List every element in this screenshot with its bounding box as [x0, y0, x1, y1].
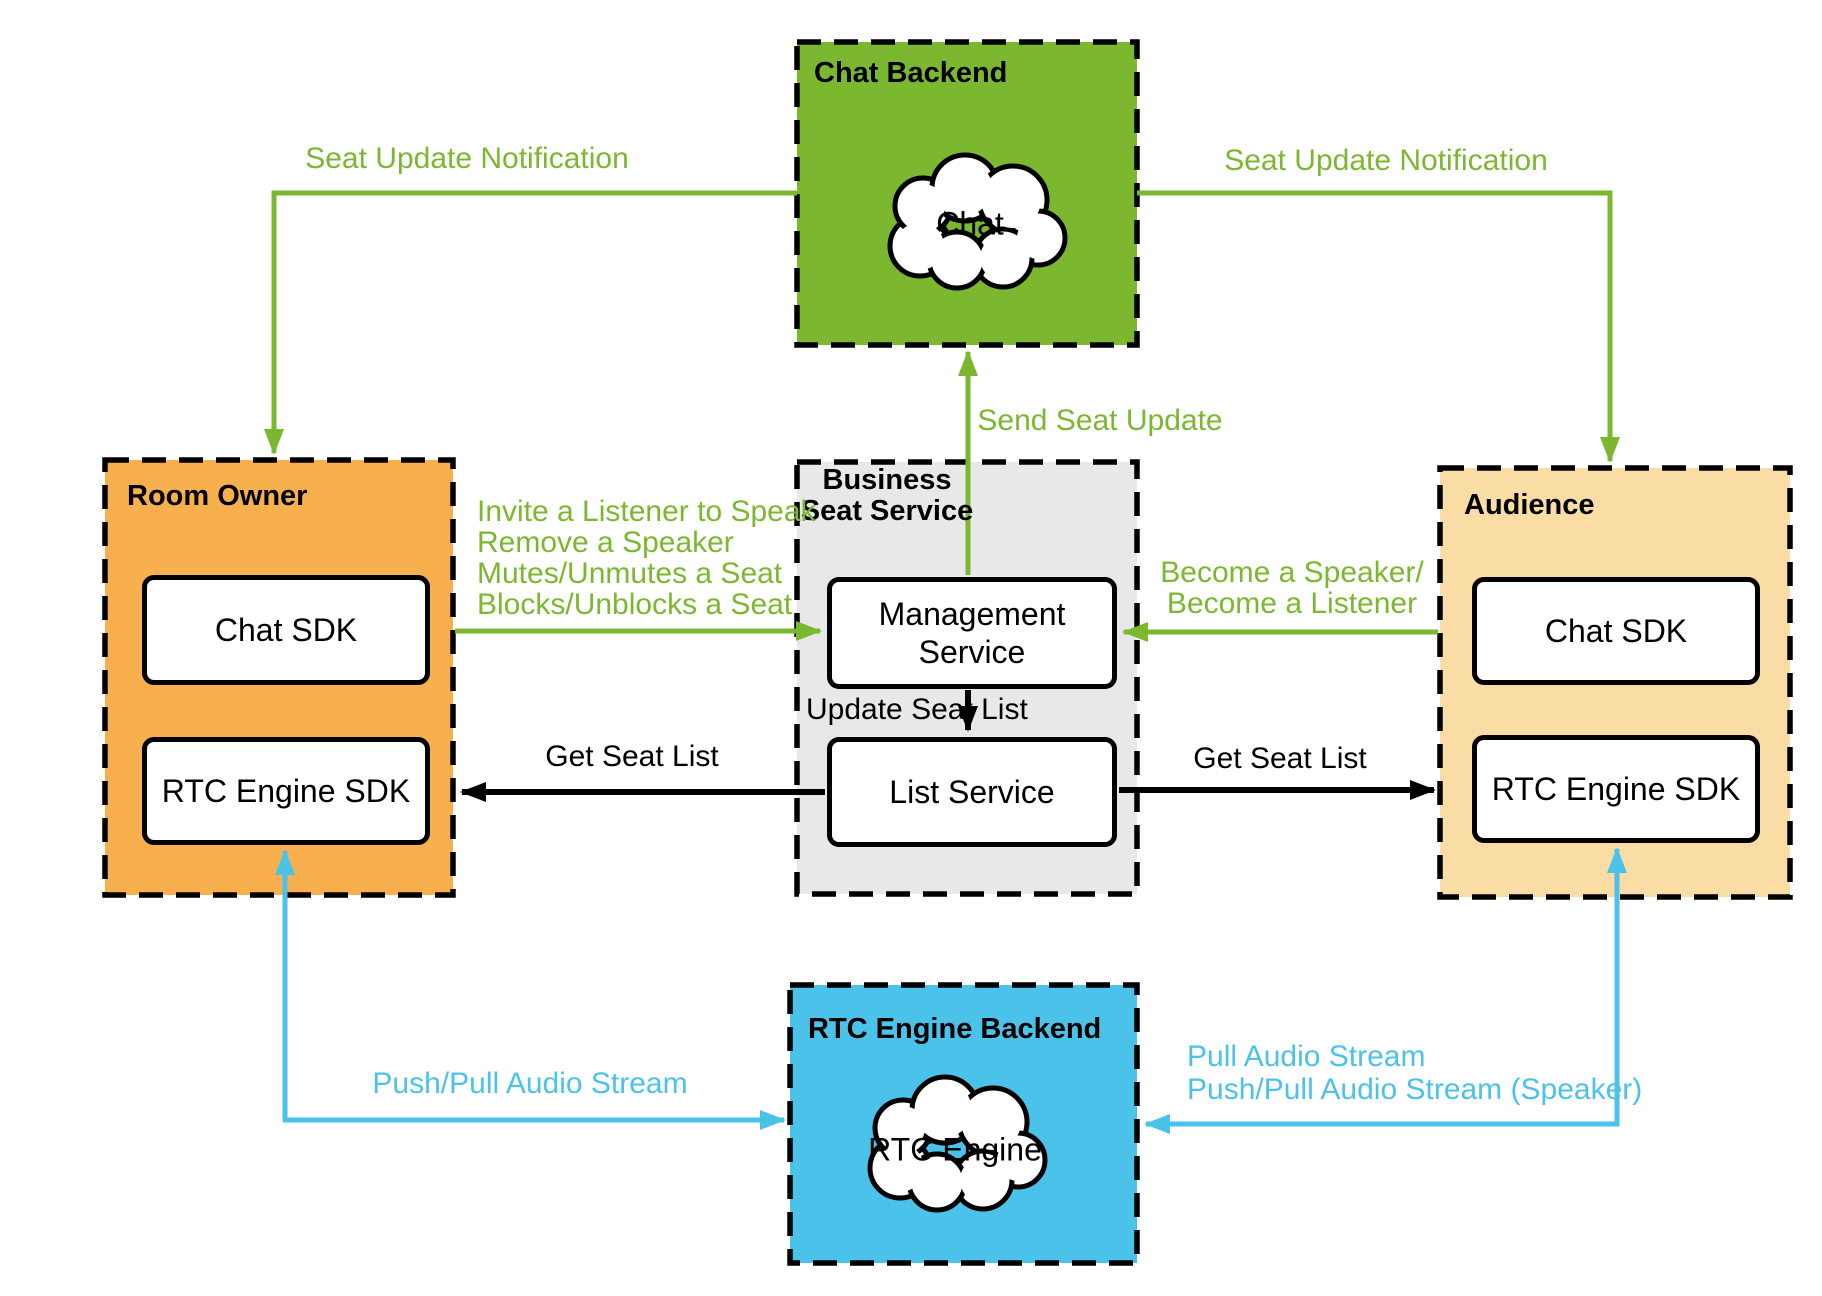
- seat-update-notification-right-arrow: [1137, 190, 1620, 463]
- audience-action-2: Become a Listener: [1166, 587, 1418, 620]
- update-seat-list-label: Update Seat List: [806, 693, 1028, 726]
- owner-action-3: Mutes/Unmutes a Seat: [477, 557, 783, 590]
- chat-cloud-label: Chat: [936, 205, 1004, 242]
- owner-audio-stream-arrow: [275, 849, 786, 1130]
- management-service-label: Management Service: [878, 596, 1066, 670]
- seat-update-notification-right-label: Seat Update Notification: [1224, 144, 1548, 177]
- get-seat-list-right-label: Get Seat List: [1193, 742, 1367, 775]
- audience-rtc-engine-sdk-node: RTC Engine SDK: [1472, 735, 1760, 843]
- seat-update-notification-left-label: Seat Update Notification: [305, 142, 629, 175]
- list-service-node: List Service: [827, 737, 1117, 847]
- room-owner-title: Room Owner: [127, 480, 308, 512]
- audience-actions-label: Become a Speaker/ Become a Listener: [1160, 557, 1423, 619]
- owner-chat-sdk-node: Chat SDK: [142, 575, 430, 685]
- owner-action-4: Blocks/Unblocks a Seat: [477, 588, 793, 621]
- audience-title: Audience: [1464, 489, 1595, 521]
- audience-audio-stream-arrow: [1144, 847, 1627, 1134]
- owner-actions-label: Invite a Listener to Speak Remove a Spea…: [477, 496, 816, 620]
- audience-action-1: Become a Speaker/: [1160, 556, 1424, 589]
- seat-update-notification-left-arrow: [264, 190, 797, 455]
- send-seat-update-label: Send Seat Update: [977, 404, 1223, 437]
- audience-audio-label: Pull Audio Stream Push/Pull Audio Stream…: [1187, 1040, 1642, 1106]
- audience-audio-line1: Pull Audio Stream: [1187, 1040, 1426, 1073]
- audience-chat-sdk-node: Chat SDK: [1472, 577, 1760, 685]
- audience-audio-line2: Push/Pull Audio Stream (Speaker): [1187, 1073, 1643, 1106]
- owner-audio-label: Push/Pull Audio Stream: [372, 1067, 688, 1100]
- business-title-line1: Business: [822, 464, 952, 496]
- business-seat-service-title: Business Seat Service: [797, 465, 977, 527]
- rtc-engine-backend-title: RTC Engine Backend: [808, 1013, 1102, 1045]
- owner-action-1: Invite a Listener to Speak: [477, 495, 816, 528]
- owner-rtc-engine-sdk-node: RTC Engine SDK: [142, 737, 430, 845]
- rtc-engine-cloud-label: RTC Engine: [868, 1131, 1042, 1168]
- management-service-node: Management Service: [827, 577, 1117, 689]
- chat-backend-title: Chat Backend: [814, 57, 1008, 89]
- business-title-line2: Seat Service: [800, 495, 974, 527]
- get-seat-list-left-label: Get Seat List: [545, 740, 719, 773]
- owner-action-2: Remove a Speaker: [477, 526, 734, 559]
